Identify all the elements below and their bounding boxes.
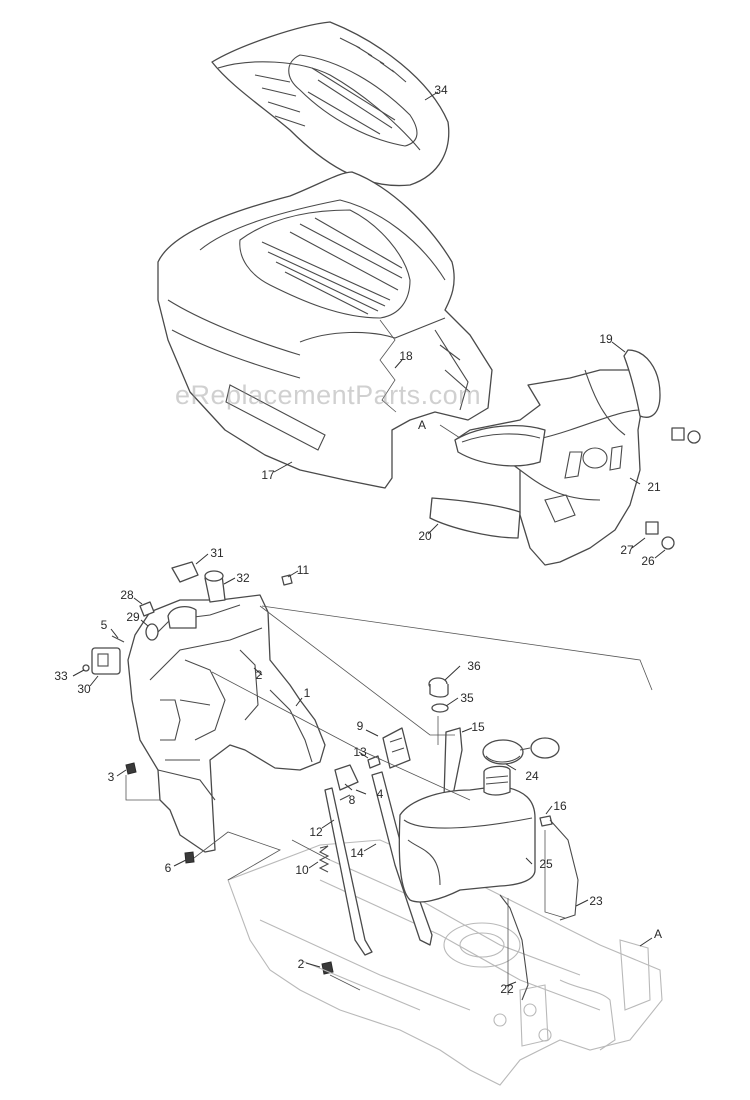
callout-25: 25	[539, 857, 553, 871]
bracket-9	[382, 727, 411, 769]
callout-23: 23	[589, 894, 603, 908]
callout-14: 14	[350, 846, 364, 860]
callout-28: 28	[120, 588, 134, 602]
watermark-text: eReplacementParts.com	[175, 380, 482, 410]
light-switch-30	[91, 647, 121, 675]
callout-18: 18	[399, 349, 413, 363]
callout-15: 15	[471, 720, 485, 734]
key-switch-32	[204, 570, 226, 603]
fastener-11	[281, 574, 293, 586]
bracket-15	[443, 727, 463, 801]
tractor-frame	[227, 839, 663, 1086]
fuel-line-22	[499, 894, 529, 1001]
callout-33: 33	[54, 669, 68, 683]
callout-13: 13	[353, 745, 367, 759]
callout-26: 26	[641, 554, 655, 568]
gasket-35	[431, 703, 449, 713]
lens-20	[429, 497, 521, 539]
callout-35: 35	[460, 691, 474, 705]
callout-34: 34	[434, 83, 448, 97]
callout-A-top: A	[417, 418, 427, 432]
callout-11: 11	[296, 563, 310, 577]
assembly-guide-lines	[125, 319, 653, 995]
clip-28	[139, 601, 155, 617]
callout-30: 30	[77, 682, 91, 696]
callout-29: 29	[126, 610, 140, 624]
grommet-33	[82, 664, 90, 672]
callout-3: 3	[107, 770, 115, 784]
callout-2-lower: 2	[297, 957, 305, 971]
hood-17	[157, 171, 493, 489]
callout-8: 8	[348, 793, 356, 807]
screw-2-lower	[321, 961, 334, 975]
callout-2-upper: 2	[255, 668, 263, 682]
bracket-8	[334, 764, 359, 791]
lens-bracket	[454, 425, 546, 467]
callout-24: 24	[525, 769, 539, 783]
pin-12	[339, 794, 351, 801]
callout-19: 19	[599, 332, 613, 346]
fuel-line-23	[549, 819, 579, 921]
clip-13	[367, 755, 381, 769]
screw-6	[184, 851, 195, 864]
callout-A-bottom: A	[653, 927, 663, 941]
knob-29	[145, 623, 159, 641]
dash-boss	[167, 605, 197, 629]
bulb-assembly-lower	[645, 521, 675, 550]
gauge-36	[428, 677, 449, 698]
callout-leaders	[72, 91, 666, 987]
callout-21: 21	[647, 480, 661, 494]
callout-36: 36	[467, 659, 481, 673]
callout-16: 16	[553, 799, 567, 813]
fitting-16	[539, 815, 553, 827]
spring-10	[318, 845, 330, 873]
callout-17: 17	[261, 468, 275, 482]
fuel-tank-25	[398, 765, 536, 903]
hood-insert-34	[211, 21, 450, 187]
callout-1: 1	[303, 686, 311, 700]
callout-6: 6	[164, 861, 172, 875]
callout-20: 20	[418, 529, 432, 543]
switch-31	[171, 561, 199, 583]
callout-5: 5	[100, 618, 108, 632]
bulb-assembly-upper	[671, 427, 701, 444]
callout-27: 27	[620, 543, 634, 557]
callout-22: 22	[500, 982, 514, 996]
fuel-cap-24	[482, 737, 560, 765]
callout-12: 12	[309, 825, 323, 839]
side-panel-19	[623, 349, 661, 418]
screw-3	[125, 762, 137, 775]
spring-5	[111, 635, 125, 643]
dash-console-1	[127, 594, 326, 853]
callout-32: 32	[236, 571, 250, 585]
callout-4: 4	[376, 787, 384, 801]
callout-31: 31	[210, 546, 224, 560]
callout-10: 10	[295, 863, 309, 877]
callout-9: 9	[356, 719, 364, 733]
